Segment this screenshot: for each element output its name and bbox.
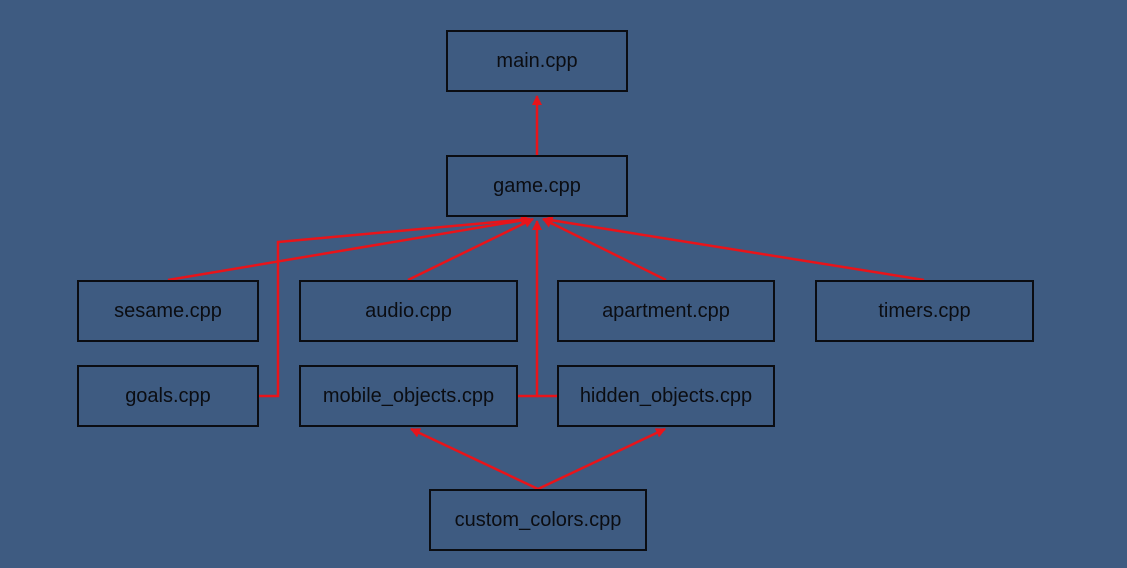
node-label: sesame.cpp — [114, 299, 222, 322]
node-label: mobile_objects.cpp — [322, 384, 495, 407]
node-timers-cpp: timers.cpp — [815, 280, 1034, 342]
node-label: main.cpp — [496, 49, 578, 72]
node-custom-colors-cpp: custom_colors.cpp — [429, 489, 647, 551]
edge-apartment-to-game — [542, 217, 667, 282]
node-label: audio.cpp — [365, 299, 452, 322]
node-label: hidden_objects.cpp — [579, 384, 753, 407]
node-label: apartment.cpp — [602, 299, 730, 322]
node-label: game.cpp — [493, 174, 581, 197]
node-mobile-objects-cpp: mobile_objects.cpp — [299, 365, 518, 427]
edge-timers-to-game — [543, 215, 925, 282]
node-apartment-cpp: apartment.cpp — [557, 280, 775, 342]
node-game-cpp: game.cpp — [446, 155, 628, 217]
edge-mobile-to-game — [518, 220, 542, 398]
edge-custom-to-hidden — [537, 427, 666, 491]
node-label: timers.cpp — [878, 299, 971, 322]
node-audio-cpp: audio.cpp — [299, 280, 518, 342]
node-label: goals.cpp — [125, 384, 211, 407]
node-goals-cpp: goals.cpp — [77, 365, 259, 427]
node-hidden-objects-cpp: hidden_objects.cpp — [557, 365, 775, 427]
edge-audio-to-game — [407, 217, 534, 282]
node-label: custom_colors.cpp — [454, 508, 622, 531]
edge-sesame-to-game — [167, 215, 531, 282]
node-sesame-cpp: sesame.cpp — [77, 280, 259, 342]
node-main-cpp: main.cpp — [446, 30, 628, 92]
edge-custom-to-mobile — [410, 427, 539, 491]
